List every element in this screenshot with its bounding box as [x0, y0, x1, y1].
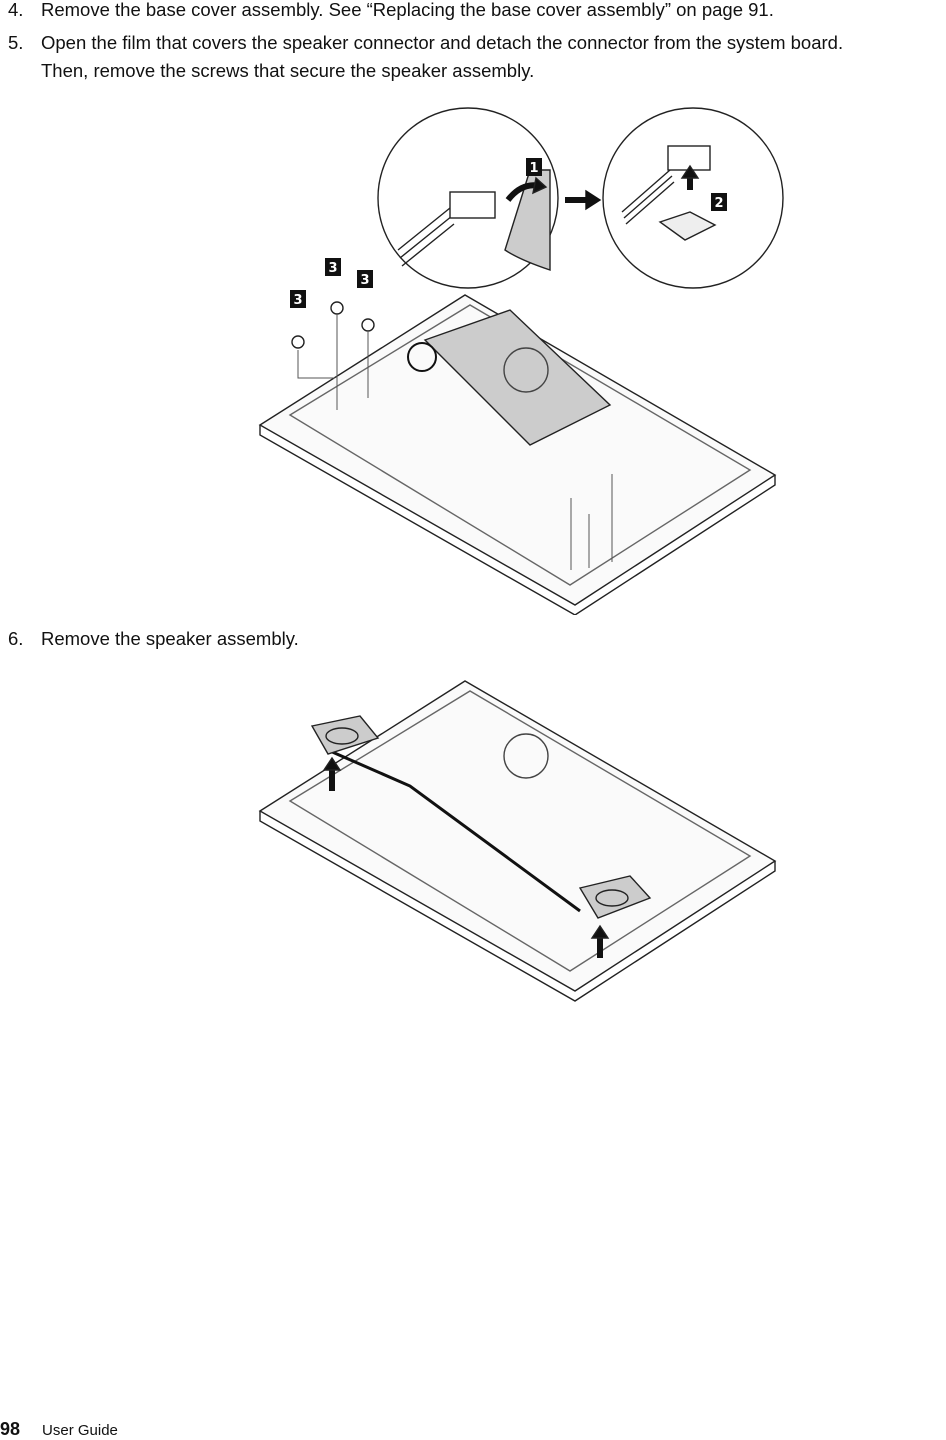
callout-3-label: 3 [360, 273, 369, 288]
callout-3 [290, 290, 306, 308]
callout-1-label: 1 [529, 161, 538, 176]
figure-speaker-connector-screws: 1 2 3 3 3 3 3 3 [250, 100, 795, 615]
page-footer: 98 User Guide [0, 1419, 118, 1440]
callout-2-label: 2 [714, 196, 723, 211]
detail-circle-film [377, 107, 559, 289]
step-number: 5. [8, 32, 24, 53]
step-text-line-2: Then, remove the screws that secure the … [41, 60, 535, 81]
step-text-line-1: Open the film that covers the speaker co… [41, 32, 844, 53]
callout-3 [357, 270, 373, 288]
figure-remove-speaker-assembly [250, 676, 795, 1006]
detail-circle-connector [602, 107, 784, 289]
speaker-left [310, 715, 380, 755]
step-number: 4. [8, 0, 24, 20]
callout-2 [711, 193, 727, 211]
step-5: 5. Open the film that covers the speaker … [8, 29, 843, 85]
speaker-right [578, 875, 652, 919]
callout-3-label: 3 [293, 293, 302, 308]
step-text: Remove the base cover assembly. See “Rep… [41, 0, 774, 20]
board-cover [423, 309, 612, 446]
document-title: User Guide [42, 1422, 118, 1439]
step-text: Remove the speaker assembly. [41, 628, 299, 649]
page-number: 98 [0, 1419, 21, 1439]
callout-3 [325, 258, 341, 276]
step-4: 4. Remove the base cover assembly. See “R… [8, 0, 774, 24]
film-flap [504, 169, 551, 271]
callout-3-label: 3 [328, 261, 337, 276]
speaker-cable [329, 749, 581, 913]
step-number: 6. [8, 628, 24, 649]
step-6: 6. Remove the speaker assembly. [8, 625, 299, 653]
callout-1 [526, 158, 542, 176]
